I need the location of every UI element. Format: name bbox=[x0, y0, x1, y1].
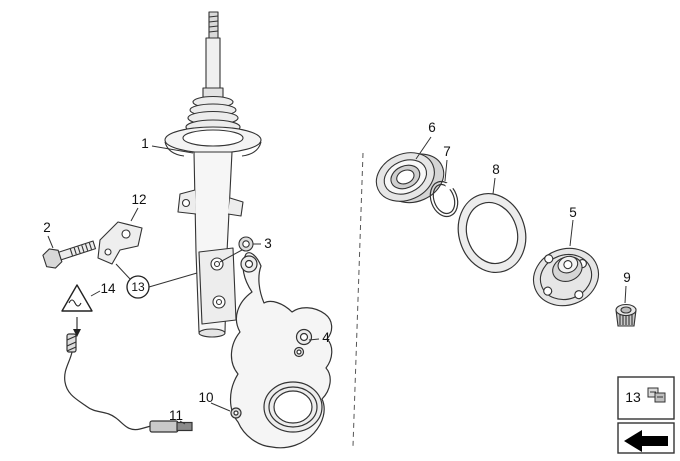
wheel-hub bbox=[532, 247, 600, 307]
abs-sensor-cable bbox=[64, 333, 193, 433]
legend-arrow-box[interactable] bbox=[617, 422, 675, 454]
callout-4[interactable]: 4 bbox=[322, 330, 330, 345]
callout-1[interactable]: 1 bbox=[141, 136, 149, 151]
legend-clip-box[interactable]: 13 bbox=[617, 376, 675, 420]
callout-2[interactable]: 2 bbox=[43, 220, 51, 235]
leader-lines bbox=[47, 136, 627, 425]
callouts: 1 2 3 4 5 6 7 8 9 10 11 12 14 13 bbox=[43, 120, 631, 423]
clip-icon bbox=[647, 387, 666, 403]
spring-strut bbox=[164, 11, 262, 338]
callout-6[interactable]: 6 bbox=[428, 120, 436, 135]
collar-nut bbox=[615, 303, 637, 327]
legend-ref-number: 13 bbox=[625, 389, 641, 405]
warning-triangle-icon bbox=[61, 284, 93, 337]
dust-shield-ring bbox=[457, 193, 527, 273]
legend: 13 bbox=[617, 376, 675, 454]
dashed-separator-line bbox=[352, 152, 364, 447]
callout-9[interactable]: 9 bbox=[623, 270, 631, 285]
abs-sensor-connector bbox=[149, 420, 193, 433]
bolt bbox=[42, 240, 97, 269]
callout-7[interactable]: 7 bbox=[443, 144, 451, 159]
callout-14[interactable]: 14 bbox=[100, 281, 116, 296]
callout-12[interactable]: 12 bbox=[131, 192, 146, 207]
holder-bracket bbox=[97, 221, 143, 265]
wheel-bearing bbox=[375, 152, 445, 204]
callout-13-label: 13 bbox=[131, 280, 145, 294]
sensor-screw-boss bbox=[230, 407, 242, 419]
direction-arrow-icon bbox=[624, 430, 668, 452]
callout-5[interactable]: 5 bbox=[569, 205, 577, 220]
callout-10[interactable]: 10 bbox=[198, 390, 213, 405]
steering-knuckle bbox=[229, 252, 333, 449]
callout-8[interactable]: 8 bbox=[492, 162, 500, 177]
callout-13-circled[interactable]: 13 bbox=[126, 275, 150, 299]
callout-3[interactable]: 3 bbox=[264, 236, 272, 251]
grommet bbox=[238, 236, 254, 252]
callout-11[interactable]: 11 bbox=[169, 408, 183, 423]
snap-ring bbox=[429, 180, 459, 218]
